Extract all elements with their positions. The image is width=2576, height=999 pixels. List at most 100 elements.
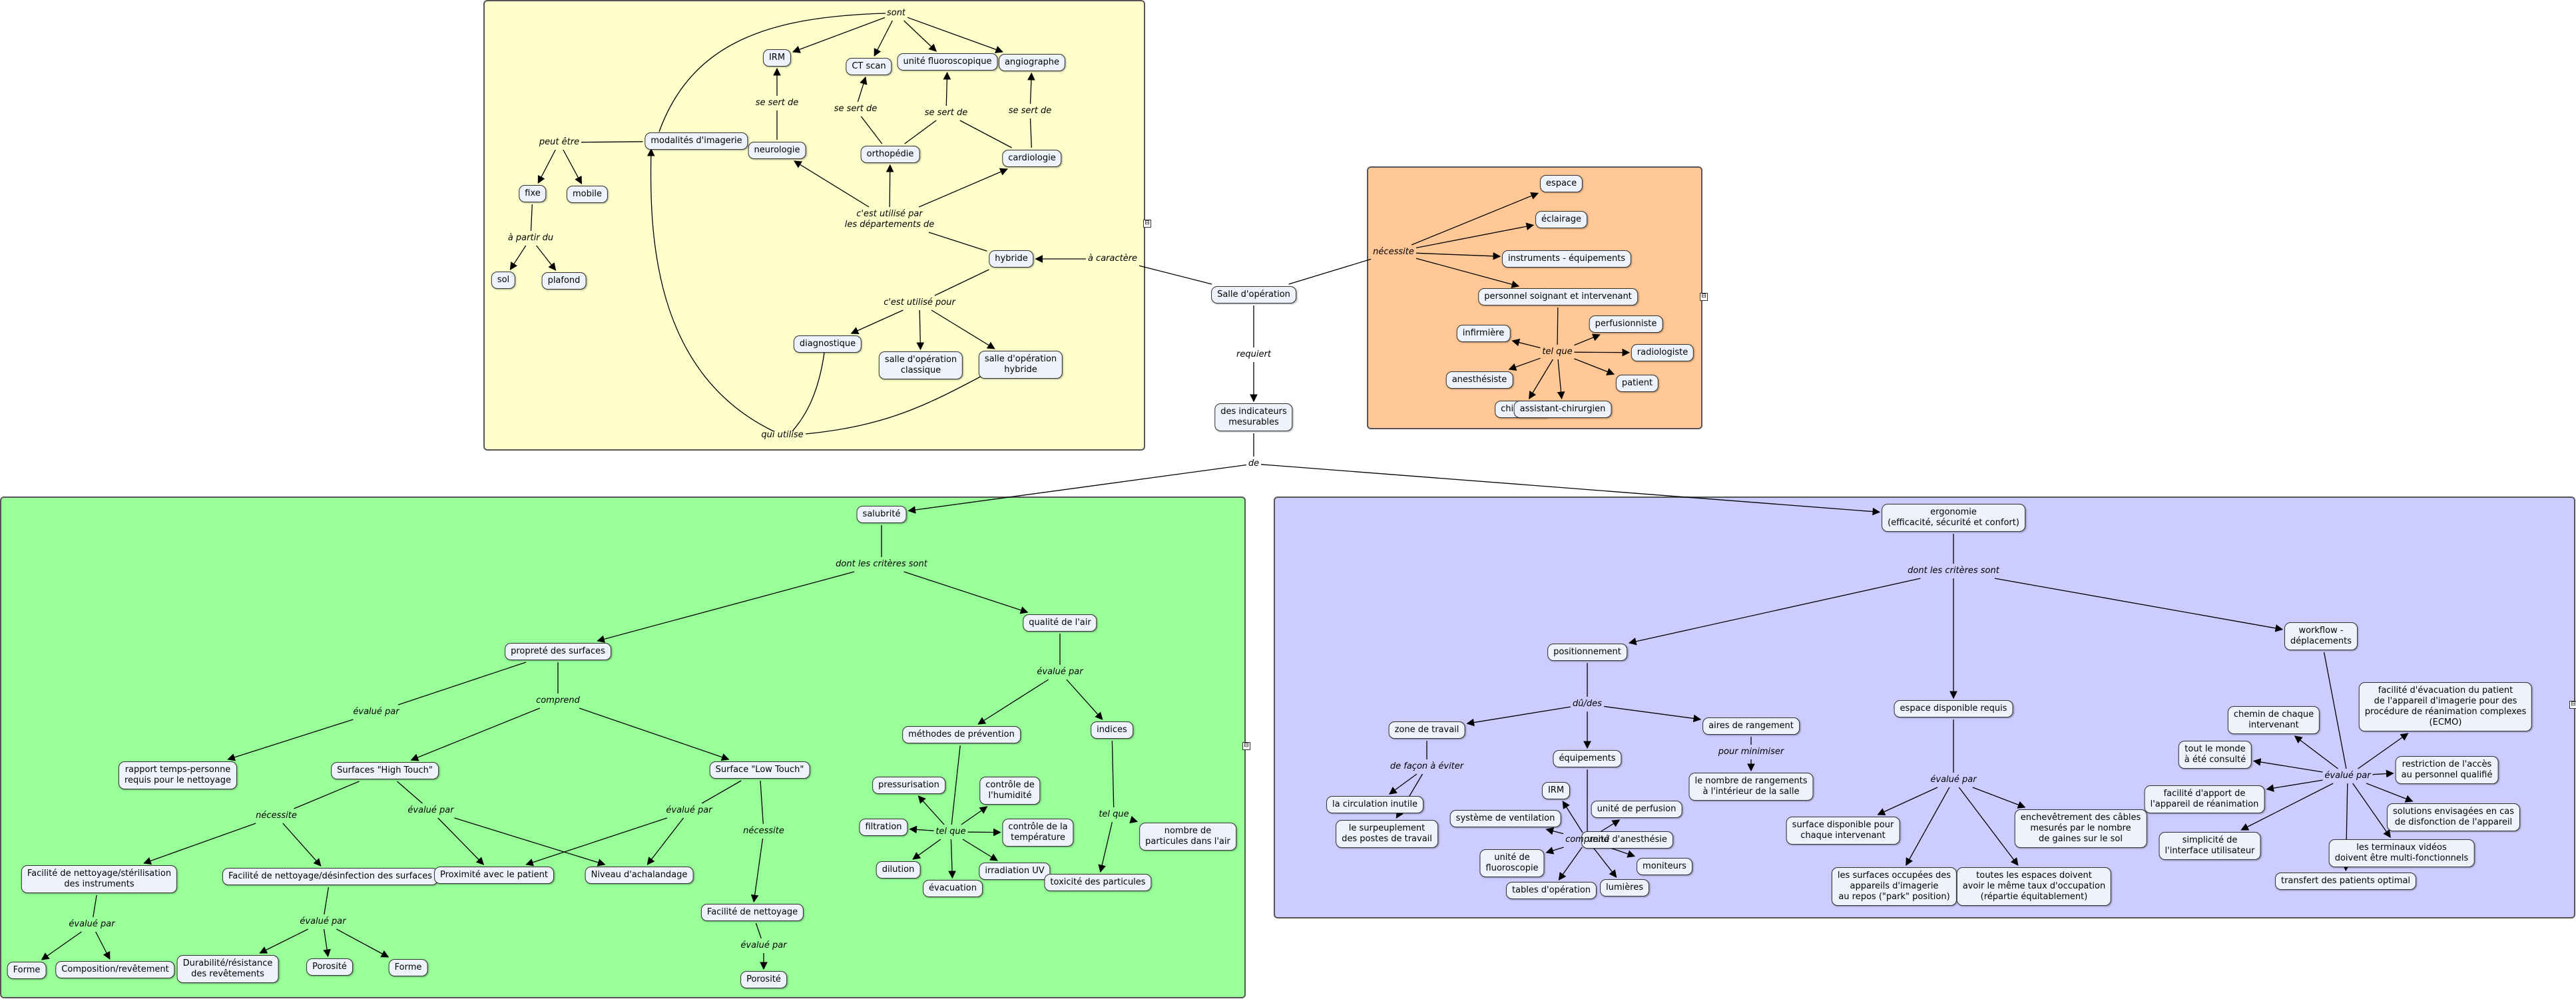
concept-node-facilite-desinf[interactable]: Facilité de nettoyage/désinfection des s… <box>222 868 439 885</box>
concept-node-infirmiere[interactable]: infirmière <box>1456 325 1511 342</box>
collapse-toggle-icon[interactable]: ⊟ <box>1242 742 1250 750</box>
concept-node-personnel[interactable]: personnel soignant et intervenant <box>1478 288 1638 305</box>
link-label-tel-que-g1: tel que <box>935 827 966 837</box>
concept-node-salle-op[interactable]: Salle d'opération <box>1211 286 1296 303</box>
link-criteres-g-to-proprete <box>597 571 855 643</box>
concept-node-porosite1[interactable]: Porosité <box>306 958 353 976</box>
concept-node-transfert[interactable]: transfert des patients optimal <box>2274 873 2417 890</box>
concept-node-mobile[interactable]: mobile <box>566 186 609 203</box>
link-label-criteres-g: dont les critères sont <box>836 559 927 569</box>
concept-node-plafond[interactable]: plafond <box>541 272 587 290</box>
concept-node-anesthesie[interactable]: unité d'anesthésie <box>1581 831 1673 849</box>
concept-node-qualite-air[interactable]: qualité de l'air <box>1023 614 1097 632</box>
concept-node-moniteurs[interactable]: moniteurs <box>1637 858 1692 875</box>
concept-node-composition[interactable]: Composition/revêtement <box>55 961 175 978</box>
concept-node-durabilite[interactable]: Durabilité/résistance des revêtements <box>176 955 279 983</box>
concept-node-espace[interactable]: espace <box>1539 175 1583 192</box>
concept-node-porosite2[interactable]: Porosité <box>740 971 787 988</box>
concept-node-tout-monde[interactable]: tout le monde à été consulté <box>2178 741 2252 769</box>
concept-node-ctscan[interactable]: CT scan <box>846 58 892 75</box>
concept-node-facilite-evac[interactable]: facilité d'évacuation du patient de l'ap… <box>2358 682 2533 731</box>
concept-node-positionnement[interactable]: positionnement <box>1547 644 1627 661</box>
concept-node-salle-hybride[interactable]: salle d'opération hybride <box>978 351 1063 379</box>
link-facon-eviter-to-circulation <box>1388 773 1417 795</box>
concept-node-neuro[interactable]: neurologie <box>748 142 806 159</box>
concept-node-patient[interactable]: patient <box>1615 375 1659 392</box>
concept-node-high-touch[interactable]: Surfaces "High Touch" <box>331 762 439 779</box>
concept-node-terminaux[interactable]: les terminaux vidéos doivent être multi-… <box>2328 839 2475 867</box>
concept-node-restriction[interactable]: restriction de l'accès au personnel qual… <box>2395 756 2499 784</box>
concept-node-assistant[interactable]: assistant-chirurgien <box>1513 401 1612 418</box>
concept-node-espace-dispo[interactable]: espace disponible requis <box>1894 700 2013 717</box>
concept-node-anesthesiste[interactable]: anesthésiste <box>1445 371 1513 389</box>
concept-node-controle-temp[interactable]: contrôle de la température <box>1002 819 1074 847</box>
concept-node-zone-travail[interactable]: zone de travail <box>1388 721 1465 739</box>
concept-node-surfaces-occupees[interactable]: les surfaces occupées des appareils d'im… <box>1831 867 1957 906</box>
concept-node-forme1[interactable]: Forme <box>7 962 47 979</box>
concept-node-nb-rangements[interactable]: le nombre de rangements à l'intérieur de… <box>1688 773 1814 801</box>
concept-node-achalandage[interactable]: Niveau d'achalandage <box>585 867 694 884</box>
concept-node-ortho[interactable]: orthopédie <box>860 146 920 163</box>
collapse-toggle-icon[interactable]: ⊟ <box>1143 220 1151 228</box>
link-utilise-pour-to-diagnostique <box>850 309 903 335</box>
concept-node-evacuation[interactable]: évacuation <box>923 880 983 897</box>
concept-node-enchevetrement[interactable]: enchevêtrement des câbles mesurés par le… <box>2014 809 2147 848</box>
concept-node-forme2[interactable]: Forme <box>388 959 428 976</box>
concept-node-aires-rangement[interactable]: aires de rangement <box>1702 717 1800 735</box>
concept-node-perfusionniste[interactable]: perfusionniste <box>1589 315 1663 333</box>
concept-node-dilution[interactable]: dilution <box>876 861 921 879</box>
concept-node-controle-humidite[interactable]: contrôle de l'humidité <box>979 777 1041 805</box>
collapse-toggle-icon[interactable]: ⊟ <box>2569 701 2576 709</box>
concept-node-toxicite[interactable]: toxicité des particules <box>1044 874 1152 891</box>
concept-node-simplicite[interactable]: simplicité de l'interface utilisateur <box>2159 832 2261 860</box>
concept-node-perfusion[interactable]: unité de perfusion <box>1591 801 1682 818</box>
concept-node-solutions[interactable]: solutions envisagées en cas de disfoncti… <box>2386 803 2521 831</box>
concept-node-irradiation[interactable]: irradiation UV <box>979 863 1051 880</box>
link-tel-que-o-to-assistant <box>1557 359 1565 400</box>
concept-node-pressurisation[interactable]: pressurisation <box>872 777 945 794</box>
concept-node-proximite[interactable]: Proximité avec le patient <box>434 867 554 884</box>
concept-node-chemin[interactable]: chemin de chaque intervenant <box>2227 706 2320 734</box>
concept-node-cardio[interactable]: cardiologie <box>1002 150 1062 167</box>
concept-node-espaces-doivent[interactable]: toutes les espaces doivent avoir le même… <box>1956 867 2112 906</box>
concept-node-facilite-apport[interactable]: facilité d'apport de l'appareil de réani… <box>2144 785 2265 813</box>
concept-node-lumieres[interactable]: lumières <box>1600 879 1649 897</box>
collapse-toggle-icon[interactable]: ⊟ <box>1700 293 1708 301</box>
concept-node-fixe[interactable]: fixe <box>519 185 547 202</box>
concept-node-modalites[interactable]: modalités d'imagerie <box>644 132 748 150</box>
concept-node-indicateurs[interactable]: des indicateurs mesurables <box>1214 403 1293 431</box>
concept-node-eclairage[interactable]: éclairage <box>1535 211 1587 228</box>
concept-node-proprete[interactable]: propreté des surfaces <box>505 643 611 660</box>
concept-node-sol[interactable]: sol <box>491 272 516 289</box>
link-label-qui-utilise: qui utilise <box>761 430 804 440</box>
concept-node-tables[interactable]: tables d'opération <box>1505 882 1597 899</box>
link-label-evalue-g3: évalué par <box>407 805 454 815</box>
concept-node-irm1[interactable]: IRM <box>762 49 792 67</box>
concept-node-low-touch[interactable]: Surface "Low Touch" <box>709 761 810 779</box>
concept-node-circulation[interactable]: la circulation inutile <box>1326 796 1423 813</box>
concept-node-radiologiste[interactable]: radiologiste <box>1631 344 1694 361</box>
concept-node-methodes[interactable]: méthodes de prévention <box>902 726 1021 743</box>
concept-node-ventilation[interactable]: système de ventilation <box>1449 810 1561 827</box>
concept-node-angio[interactable]: angiographe <box>998 54 1066 71</box>
link-evalue-b2-to-terminaux <box>2352 783 2391 838</box>
concept-node-facilite-nett[interactable]: Facilité de nettoyage <box>700 904 804 921</box>
concept-node-equipements[interactable]: équipements <box>1553 750 1622 767</box>
concept-node-indices[interactable]: indices <box>1091 721 1133 739</box>
concept-node-facilite-ster[interactable]: Facilité de nettoyage/stérilisation des … <box>21 865 178 893</box>
concept-node-rapport[interactable]: rapport temps-personne requis pour le ne… <box>118 761 238 789</box>
concept-node-nb-particules[interactable]: nombre de particules dans l'air <box>1139 823 1236 851</box>
concept-node-filtration[interactable]: filtration <box>859 819 908 836</box>
concept-node-workflow[interactable]: workflow - déplacements <box>2284 622 2358 650</box>
concept-node-classique[interactable]: salle d'opération classique <box>878 351 963 379</box>
concept-node-ergonomie[interactable]: ergonomie (efficacité, sécurité et confo… <box>1882 504 2025 532</box>
concept-node-salubrite[interactable]: salubrité <box>856 506 907 523</box>
concept-node-surface-dispo[interactable]: surface disponible pour chaque intervena… <box>1786 817 1900 845</box>
concept-node-hybride[interactable]: hybride <box>989 250 1034 268</box>
concept-node-fluoroscopie[interactable]: unité de fluoroscopie <box>1479 849 1545 877</box>
concept-node-irm2[interactable]: IRM <box>1541 782 1571 799</box>
concept-node-surpeuplement[interactable]: le surpeuplement des postes de travail <box>1336 820 1438 848</box>
concept-node-instruments[interactable]: instruments - équipements <box>1501 250 1632 268</box>
concept-node-diagnostique[interactable]: diagnostique <box>793 335 862 353</box>
concept-node-fluoro[interactable]: unité fluoroscopique <box>897 53 998 71</box>
